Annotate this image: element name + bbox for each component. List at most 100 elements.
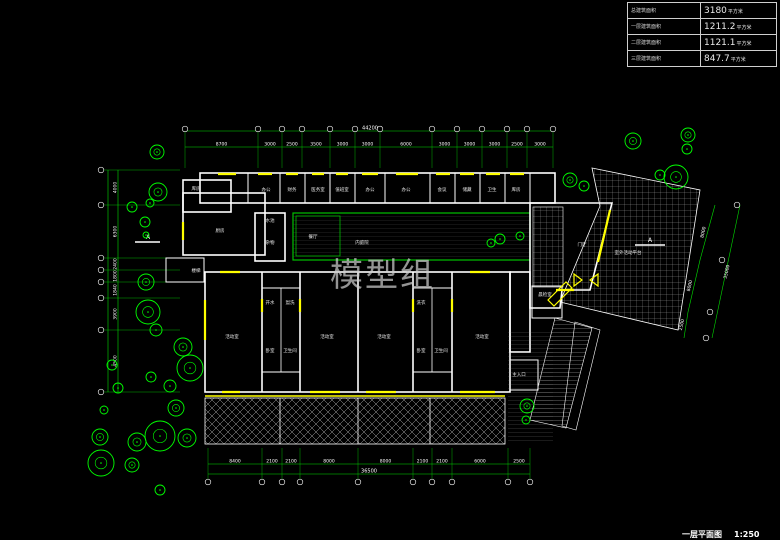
tree-trunk: [675, 176, 677, 178]
dimension-text: 1840: [113, 284, 119, 296]
tree-icon: [99, 405, 109, 415]
tree-icon: [87, 449, 115, 477]
tree-icon: [149, 323, 163, 337]
dimension-line: [683, 204, 716, 339]
dimension-text: 2400: [113, 258, 119, 270]
tree-trunk: [159, 489, 161, 491]
tree-canopy: [172, 404, 180, 412]
tree-icon: [149, 144, 165, 160]
dimension-total: 36500: [361, 469, 377, 475]
tree-trunk: [159, 435, 161, 437]
tree-trunk: [156, 151, 158, 153]
room-label: 主入口: [512, 371, 526, 378]
tree-trunk: [117, 387, 119, 389]
tree-trunk: [144, 221, 146, 223]
grid-axis-bubble: [453, 125, 461, 133]
tree-canopy: [670, 171, 682, 183]
dimension-line: [711, 204, 741, 339]
room-label: 内庭院: [355, 239, 369, 246]
grid-axis-bubble: [503, 125, 511, 133]
watermark: 模型组: [330, 255, 435, 294]
grid-axis-bubble: [326, 125, 334, 133]
tree-trunk: [189, 367, 191, 369]
grid-axis-bubble: [181, 125, 189, 133]
dimension-text: 8000: [323, 459, 335, 465]
room-label: 活动室: [320, 333, 334, 340]
tree-canopy: [96, 433, 104, 441]
tree-trunk: [150, 376, 152, 378]
tree-trunk: [145, 281, 147, 283]
tree-icon: [681, 143, 693, 155]
grid-axis-bubble: [97, 166, 105, 174]
tree-trunk: [155, 329, 157, 331]
room-label: 室外活动平台: [615, 249, 642, 256]
tree-icon: [91, 428, 109, 446]
tree-icon: [106, 359, 118, 371]
tree-icon: [578, 180, 590, 192]
room-label: 卫生间: [434, 347, 448, 354]
dimension-text: 8700: [216, 142, 228, 148]
room-label: 楼梯: [192, 267, 201, 274]
dimension-text: 8000: [380, 459, 392, 465]
tree-trunk: [145, 234, 147, 236]
grid-axis-bubble: [278, 125, 286, 133]
dimension-text: 2500: [511, 142, 523, 148]
tree-icon: [173, 337, 193, 357]
tree-icon: [124, 457, 140, 473]
tree-trunk: [687, 134, 689, 136]
area-row: 三层建筑面积 847.7平方米: [627, 50, 777, 67]
room-label: 卧室: [266, 347, 275, 354]
grid-axis-bubble: [428, 125, 436, 133]
dimension-text: 3000: [362, 142, 374, 148]
dimension-text: 1800: [113, 270, 119, 282]
tree-trunk: [526, 405, 528, 407]
tree-trunk: [499, 238, 501, 240]
dimension-text: 3900: [113, 308, 119, 320]
grid-axis-bubble: [376, 125, 384, 133]
tree-icon: [521, 415, 531, 425]
section-mark-east: A: [635, 237, 665, 246]
room-label: 库房: [192, 185, 201, 192]
tree-canopy: [178, 342, 188, 352]
room-label: 活动室: [475, 333, 489, 340]
dimension-text: 8000: [699, 226, 707, 239]
tree-icon: [137, 273, 155, 291]
area-label: 二层建筑面积: [627, 34, 701, 51]
grid-axis-bubble: [409, 478, 417, 486]
dimension-text: 3000: [337, 142, 349, 148]
grid-axis-bubble: [97, 294, 105, 302]
tree-trunk: [182, 346, 184, 348]
windows: [181, 172, 612, 394]
grid-axis-bubble: [478, 125, 486, 133]
room-label: 活动室: [225, 333, 239, 340]
room-label: 厨房: [216, 227, 225, 234]
dimension-text: 2100: [436, 459, 448, 465]
tree-trunk: [659, 174, 661, 176]
tree-icon: [154, 484, 166, 496]
tree-icon: [562, 172, 578, 188]
tree-icon: [486, 238, 496, 248]
area-label: 三层建筑面积: [627, 50, 701, 67]
tree-icon: [654, 169, 666, 181]
south-paving: [204, 330, 553, 445]
dimension-text: 3000: [534, 142, 546, 148]
room-label: 卫生: [488, 186, 497, 193]
tree-trunk: [583, 185, 585, 187]
tree-icon: [167, 399, 185, 417]
outdoor-terrace: [559, 167, 701, 331]
grid-axis-bubble: [97, 326, 105, 334]
tree-icon: [148, 182, 168, 202]
grid-axis-bubble: [296, 478, 304, 486]
dimension-text: 3000: [264, 142, 276, 148]
grid-axis-bubble: [97, 278, 105, 286]
room-label: 开水: [266, 299, 275, 306]
tree-trunk: [525, 419, 527, 421]
tree-trunk: [99, 436, 101, 438]
grid-axis-bubble: [733, 201, 741, 209]
tree-icon: [680, 127, 696, 143]
grid-axis-bubble: [298, 125, 306, 133]
dimension-text: 3000: [489, 142, 501, 148]
room-label: 卫生间: [283, 347, 297, 354]
